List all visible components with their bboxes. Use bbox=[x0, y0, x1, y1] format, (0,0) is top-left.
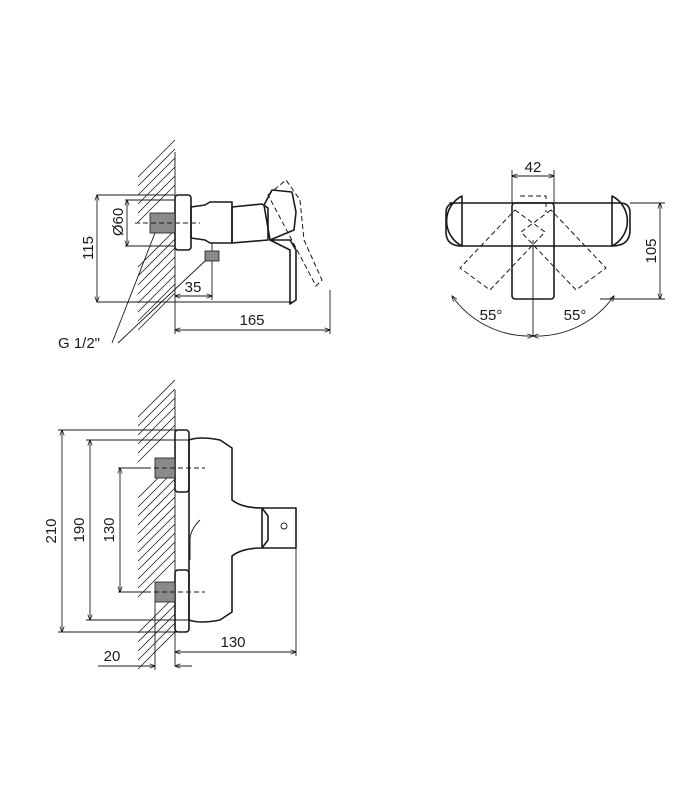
lower-flange-front bbox=[174, 569, 190, 633]
hatch-line bbox=[137, 283, 176, 322]
mixer-body-top bbox=[445, 202, 631, 247]
dimension-42-label: 42 bbox=[525, 159, 542, 176]
hatch-line bbox=[137, 184, 176, 223]
dimension-20-label: 20 bbox=[104, 648, 121, 665]
mixer-body-front bbox=[188, 437, 263, 623]
lever-handle-raised-side bbox=[267, 179, 323, 287]
hatch-line bbox=[137, 379, 176, 418]
hatch-line bbox=[137, 514, 176, 553]
hatch-line bbox=[137, 388, 176, 427]
hatch-line bbox=[137, 238, 176, 277]
hatch-line bbox=[137, 247, 176, 286]
cartridge-front bbox=[261, 507, 297, 549]
hatch-line bbox=[137, 424, 176, 463]
angle-arc-right bbox=[533, 296, 614, 336]
hatch-line bbox=[137, 175, 176, 214]
hatch-line bbox=[137, 496, 176, 535]
front-view: 210 190 130 130 20 bbox=[43, 379, 297, 670]
hatch-line bbox=[137, 559, 176, 598]
hatch-line bbox=[137, 148, 176, 187]
cartridge-screw-icon bbox=[280, 522, 288, 530]
angle-arc-left bbox=[452, 296, 533, 336]
hatch-line bbox=[137, 415, 176, 454]
wall-hatching-side bbox=[137, 139, 176, 331]
lever-rotated-left bbox=[459, 209, 546, 291]
outlet-thread-side bbox=[204, 250, 220, 262]
hatch-line bbox=[137, 256, 176, 295]
hatch-line bbox=[137, 622, 176, 661]
hatch-line bbox=[137, 550, 176, 589]
lever-rotated-right bbox=[520, 209, 607, 291]
hatch-line bbox=[137, 139, 176, 178]
hatch-line bbox=[137, 265, 176, 304]
hatch-line bbox=[137, 487, 176, 526]
diameter-label: Ø60 bbox=[110, 208, 127, 236]
hatch-line bbox=[137, 157, 176, 196]
dimension-35-label: 35 bbox=[185, 279, 202, 296]
hatch-line bbox=[137, 532, 176, 571]
hatch-line bbox=[137, 397, 176, 436]
cartridge-body-side bbox=[231, 203, 269, 244]
angle-right-label: 55° bbox=[564, 307, 587, 324]
angle-left-label: 55° bbox=[480, 307, 503, 324]
dimension-210-label: 210 bbox=[43, 518, 60, 543]
spout-outlet-side bbox=[269, 239, 297, 305]
hatch-line bbox=[137, 274, 176, 313]
dimension-115-label: 115 bbox=[80, 236, 97, 260]
thread-size-label: G 1/2" bbox=[58, 335, 100, 352]
dimension-130-horizontal-label: 130 bbox=[220, 634, 245, 651]
hatch-line bbox=[137, 604, 176, 643]
hatch-line bbox=[137, 406, 176, 445]
hatch-line bbox=[137, 523, 176, 562]
top-view: 42 105 55° 55° bbox=[445, 159, 665, 336]
hatch-line bbox=[137, 292, 176, 331]
hatch-line bbox=[137, 478, 176, 517]
dimension-190-label: 190 bbox=[71, 517, 88, 542]
side-view: 115 Ø60 35 165 G 1/2" bbox=[58, 139, 330, 352]
hatch-line bbox=[137, 541, 176, 580]
dimension-130-vertical-label: 130 bbox=[101, 517, 118, 542]
dimension-105-label: 105 bbox=[643, 238, 660, 263]
upper-flange-front bbox=[174, 429, 190, 493]
hatch-line bbox=[137, 505, 176, 544]
mixer-body-side bbox=[190, 201, 233, 244]
hatch-line bbox=[137, 166, 176, 205]
dimension-165-label: 165 bbox=[239, 312, 264, 329]
hatch-line bbox=[137, 631, 176, 670]
right-flange-top bbox=[611, 195, 629, 247]
wall-hatching-front bbox=[137, 379, 176, 670]
